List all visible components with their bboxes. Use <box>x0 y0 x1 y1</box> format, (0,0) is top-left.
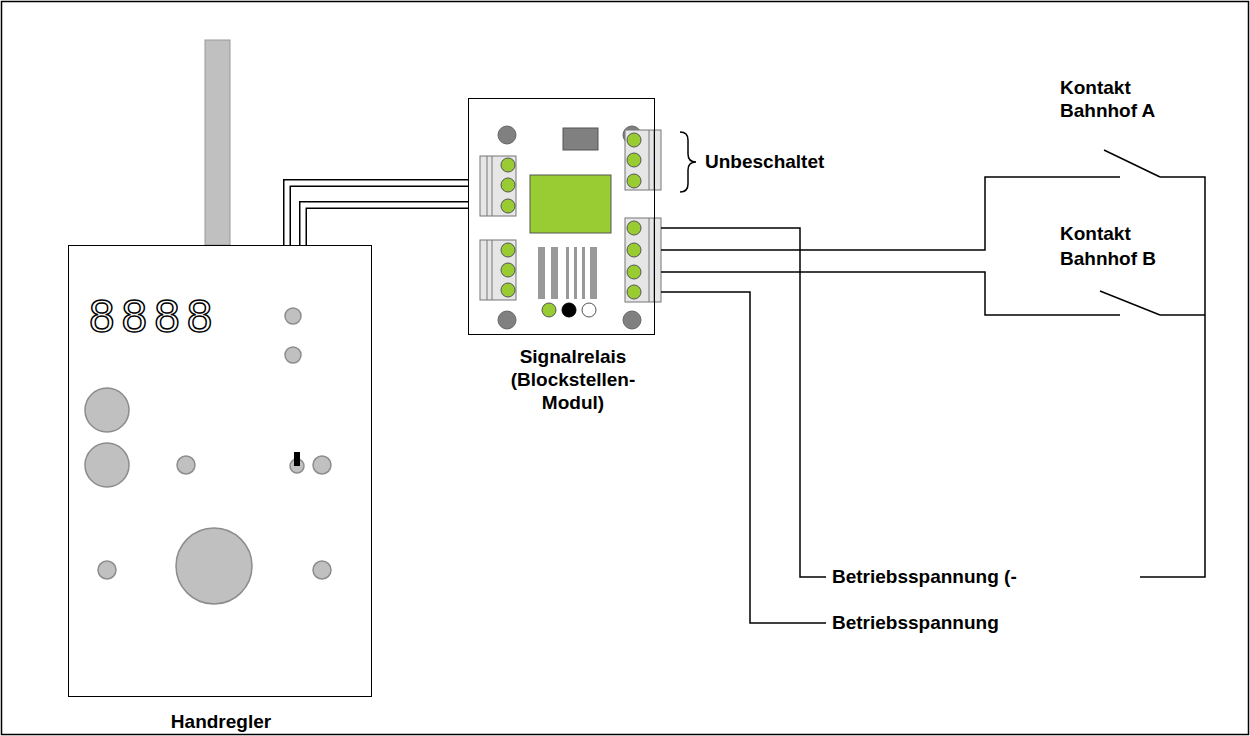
terminal-screw <box>627 221 641 235</box>
antenna <box>205 40 230 245</box>
handregler-body <box>68 40 372 697</box>
terminal-screw <box>627 153 641 167</box>
controller-knob <box>98 561 116 579</box>
controller-knob <box>313 456 331 474</box>
display-digits: 8888 <box>89 292 289 340</box>
controller-knob <box>85 388 129 432</box>
terminal-screw <box>627 285 641 299</box>
barcode <box>582 247 585 299</box>
wire <box>661 228 826 577</box>
terminal-screw <box>501 133 641 299</box>
switch-blade <box>1100 291 1160 315</box>
brace <box>680 132 696 192</box>
terminal-block <box>480 240 516 300</box>
controller-knob <box>176 528 252 604</box>
toggle-lever <box>294 452 300 466</box>
led <box>542 303 556 317</box>
terminal-screw <box>501 283 515 297</box>
mounting-hole <box>498 126 641 329</box>
controller-knob <box>177 456 195 474</box>
led <box>562 303 576 317</box>
device-caption: Signalrelais (Blockstellen- Modul) <box>488 345 658 414</box>
mounting-hole <box>498 126 516 144</box>
wire <box>661 177 1205 623</box>
controller-housing <box>68 245 372 697</box>
cable-outline <box>287 183 468 245</box>
cable-core <box>303 205 468 245</box>
supply-label: Betriebsspannung (- <box>830 565 1019 588</box>
terminal-screw <box>501 199 515 213</box>
barcode <box>566 247 569 299</box>
cable <box>303 205 468 245</box>
contact-label: Kontakt Bahnhof A <box>1058 76 1174 122</box>
controller-knob <box>285 308 301 324</box>
barcode <box>551 247 558 299</box>
relay-coil <box>530 175 611 233</box>
controller-knob <box>85 443 129 487</box>
terminal-screw <box>627 133 641 147</box>
supply-label: Betriebsspannung <box>830 611 1001 634</box>
barcode <box>590 247 597 299</box>
terminal-screw <box>627 243 641 257</box>
cable-core <box>287 183 468 245</box>
cable-outline <box>303 205 468 245</box>
controller-knob <box>313 561 331 579</box>
terminal-block <box>649 218 650 302</box>
cable <box>287 183 468 245</box>
relay-chip <box>563 128 598 150</box>
terminal-block <box>492 156 493 216</box>
mounting-hole <box>498 311 516 329</box>
switch-blade <box>1104 150 1160 177</box>
wire <box>661 272 1120 315</box>
controller-knob <box>285 347 301 363</box>
contact-label: Kontakt Bahnhof B <box>1058 221 1174 271</box>
wire <box>661 177 1120 250</box>
terminal-screw <box>501 158 515 172</box>
terminal-screw <box>627 265 641 279</box>
device-box: 8888Handregler <box>68 245 372 697</box>
terminal-screw <box>501 243 515 257</box>
mounting-hole <box>623 311 641 329</box>
terminal-screw <box>501 178 515 192</box>
controller-knob <box>85 308 331 604</box>
terminal-block <box>487 156 488 216</box>
barcode <box>574 247 577 299</box>
terminal-block <box>480 156 516 216</box>
barcode <box>538 247 545 299</box>
terminal-block <box>480 130 661 302</box>
terminal-block <box>625 218 661 302</box>
terminal-block <box>649 130 650 190</box>
terminal-screw <box>627 174 641 188</box>
led <box>582 303 596 317</box>
terminal-note: Unbeschaltet <box>703 150 826 173</box>
terminal-block <box>487 240 488 300</box>
wire <box>1160 314 1205 316</box>
terminal-screw <box>501 263 515 277</box>
barcode <box>538 247 597 299</box>
terminal-block <box>625 130 661 190</box>
terminal-block <box>492 240 493 300</box>
wire <box>661 292 826 623</box>
device-caption: Handregler <box>69 710 373 733</box>
device-box: Signalrelais (Blockstellen- Modul) <box>468 98 655 335</box>
